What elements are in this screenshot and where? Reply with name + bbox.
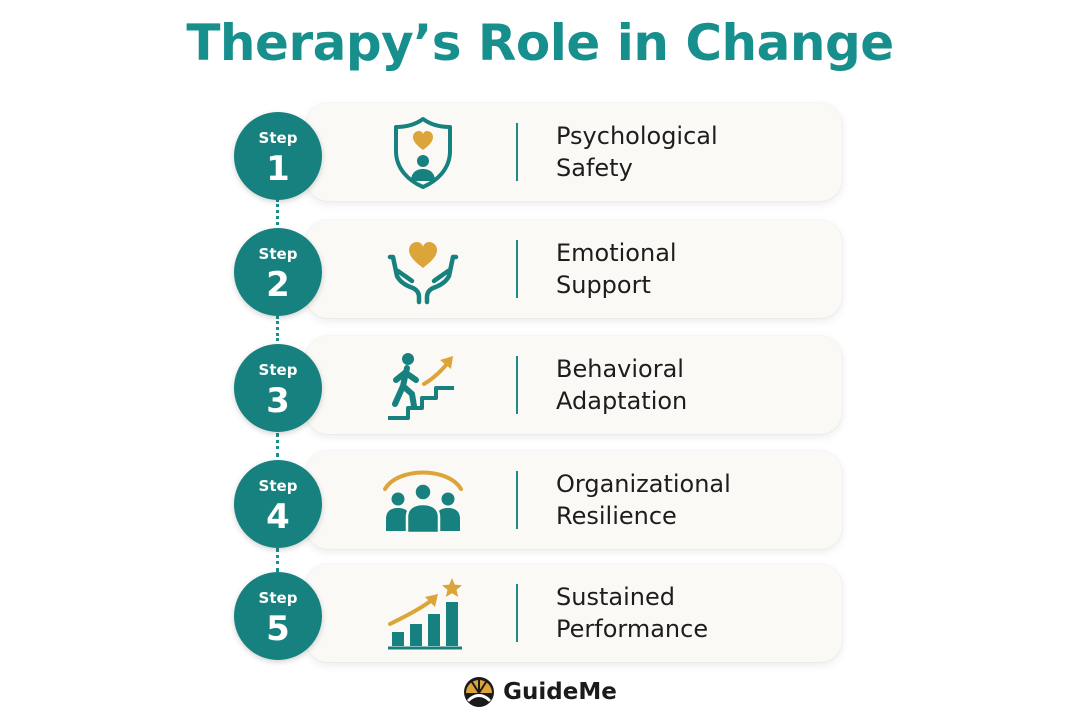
brand-name: GuideMe xyxy=(503,679,617,705)
step-card-5: Sustained Performance xyxy=(306,564,842,662)
step-number: 5 xyxy=(266,609,290,649)
guideme-logo-icon xyxy=(463,676,495,708)
bar-chart-star-icon xyxy=(378,574,468,652)
step-label-line-2: Adaptation xyxy=(556,387,688,415)
step-label-line-2: Resilience xyxy=(556,502,677,530)
step-card-2: Emotional Support xyxy=(306,220,842,318)
card-divider xyxy=(516,123,518,181)
step-label-line-2: Support xyxy=(556,271,651,299)
step-word: Step xyxy=(258,477,298,495)
step-label: Behavioral Adaptation xyxy=(556,336,687,434)
step-label: Organizational Resilience xyxy=(556,451,731,549)
step-connector xyxy=(276,433,279,457)
step-badge-4: Step 4 xyxy=(234,460,322,548)
step-number: 4 xyxy=(266,497,290,537)
person-climbing-stairs-icon xyxy=(378,346,468,424)
step-word: Step xyxy=(258,361,298,379)
card-divider xyxy=(516,240,518,298)
step-label-line-2: Performance xyxy=(556,615,709,643)
step-badge-5: Step 5 xyxy=(234,572,322,660)
step-label-line-1: Psychological xyxy=(556,122,718,150)
page-title: Therapy’s Role in Change xyxy=(186,14,894,72)
card-divider xyxy=(516,584,518,642)
hands-heart-icon xyxy=(378,230,468,308)
step-label-line-1: Organizational xyxy=(556,470,731,498)
step-number: 3 xyxy=(266,381,290,421)
step-word: Step xyxy=(258,589,298,607)
step-badge-2: Step 2 xyxy=(234,228,322,316)
step-label: Sustained Performance xyxy=(556,564,708,662)
card-divider xyxy=(516,356,518,414)
step-badge-3: Step 3 xyxy=(234,344,322,432)
step-label-line-1: Emotional xyxy=(556,239,677,267)
step-connector xyxy=(276,316,279,341)
step-word: Step xyxy=(258,129,298,147)
step-connector xyxy=(276,548,279,572)
brand-footer: GuideMe xyxy=(0,676,1080,708)
step-number: 2 xyxy=(266,265,290,305)
step-label-line-2: Safety xyxy=(556,154,633,182)
step-card-1: Psychological Safety xyxy=(306,103,842,201)
step-word: Step xyxy=(258,245,298,263)
step-badge-1: Step 1 xyxy=(234,112,322,200)
step-card-4: Organizational Resilience xyxy=(306,451,842,549)
step-label-line-1: Sustained xyxy=(556,583,675,611)
shield-heart-person-icon xyxy=(378,113,468,191)
team-group-icon xyxy=(378,461,468,539)
step-card-3: Behavioral Adaptation xyxy=(306,336,842,434)
step-label: Emotional Support xyxy=(556,220,677,318)
step-label-line-1: Behavioral xyxy=(556,355,684,383)
step-label: Psychological Safety xyxy=(556,103,718,201)
card-divider xyxy=(516,471,518,529)
step-number: 1 xyxy=(266,149,290,189)
step-connector xyxy=(276,199,279,225)
